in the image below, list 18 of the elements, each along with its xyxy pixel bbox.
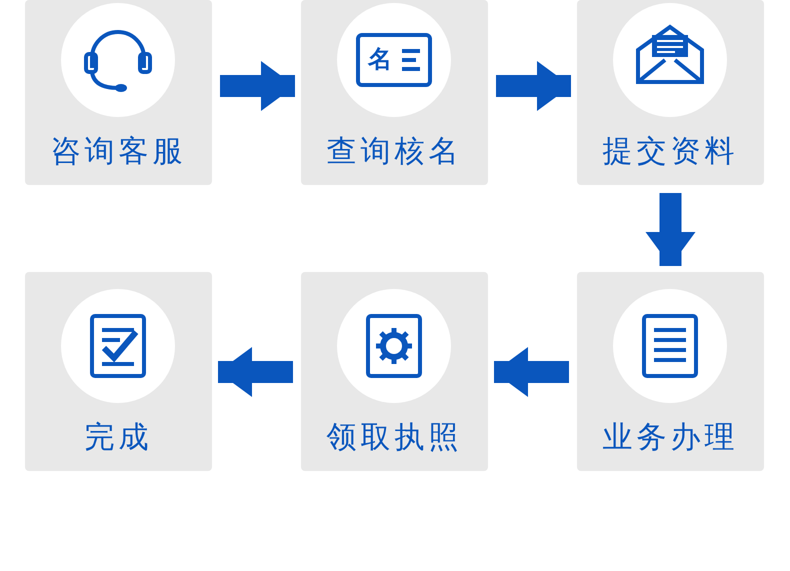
step-card: [25, 0, 212, 185]
step-label: 业务办理: [602, 420, 740, 456]
step-card: [301, 0, 488, 185]
arrow: [646, 193, 696, 266]
step-label: 领取执照: [326, 420, 464, 456]
arrow: [496, 61, 571, 111]
step-card: [25, 272, 212, 471]
step-label: 提交资料: [602, 134, 740, 170]
step-label: 完成: [84, 420, 154, 456]
step-label: 查询核名: [326, 134, 464, 170]
icon-text: 名: [366, 44, 393, 74]
arrow: [494, 347, 569, 397]
step-card: [577, 272, 764, 471]
arrow: [220, 61, 295, 111]
step-card: [577, 0, 764, 185]
step-label: 咨询客服: [50, 134, 188, 170]
arrow: [218, 347, 293, 397]
step-card: [301, 272, 488, 471]
